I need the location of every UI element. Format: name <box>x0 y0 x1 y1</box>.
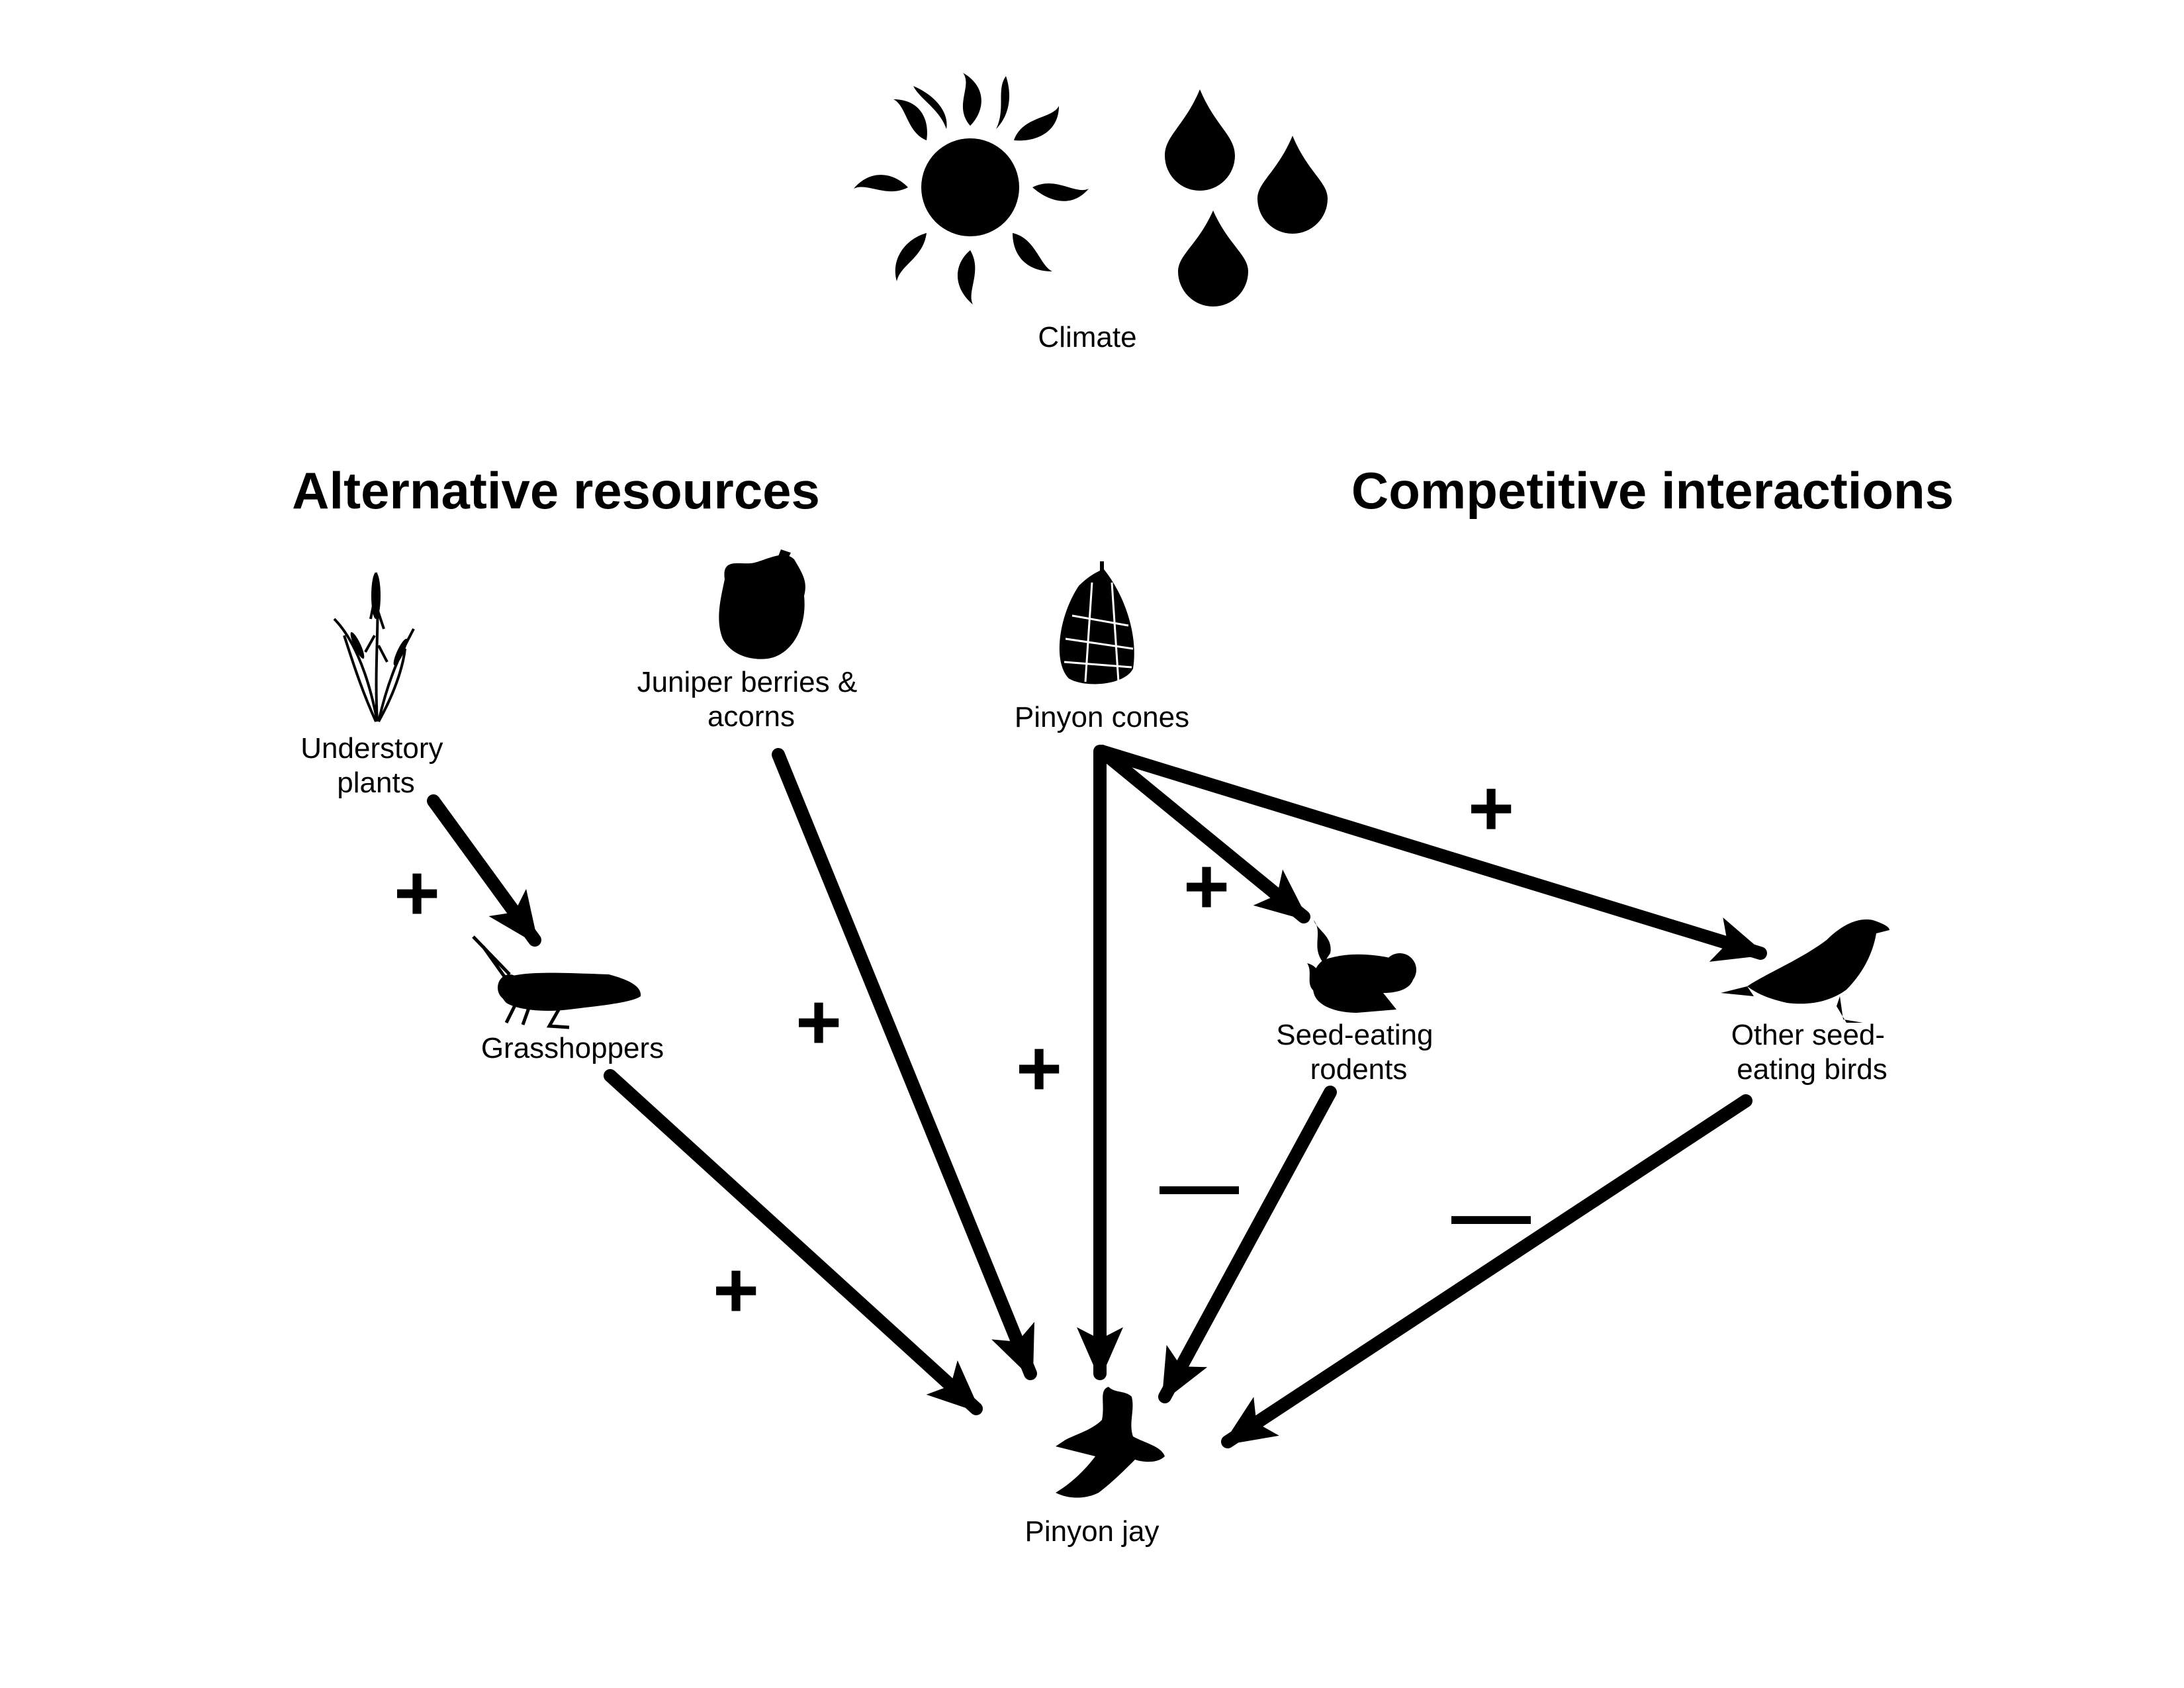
other-birds-label: Other seed- eating birds <box>1731 1019 1893 1086</box>
understory-plants-label: Understory plants <box>300 732 451 799</box>
sign-plants-grasshoppers: + <box>394 849 440 937</box>
arrow-cones-to-birds <box>1095 745 1767 962</box>
sign-rodents-jay: — <box>1160 1140 1239 1229</box>
grasshopper-icon <box>498 972 641 1011</box>
sign-juniper-jay: + <box>796 978 842 1066</box>
arrow-plants-to-grasshoppers <box>427 794 541 947</box>
acorn-icon <box>719 549 805 659</box>
alternative-resources-heading: Alternative resources <box>292 461 820 520</box>
juniper-acorns-label: Juniper berries & acorns <box>637 666 866 733</box>
raven-icon <box>1721 919 1889 1023</box>
pinecone-icon <box>1059 561 1134 684</box>
grasshoppers-label: Grasshoppers <box>481 1032 664 1064</box>
pinyon-jay-label: Pinyon jay <box>1024 1515 1159 1548</box>
sign-grasshoppers-jay: + <box>713 1246 759 1335</box>
chipmunk-icon <box>1307 920 1416 1013</box>
pinecone-scales <box>1064 582 1134 682</box>
sun-icon <box>854 73 1089 305</box>
sign-cones-rodents: + <box>1183 842 1230 931</box>
sign-cones-jay: + <box>1016 1024 1062 1113</box>
raindrops-icon <box>1165 89 1328 306</box>
competitive-interactions-heading: Competitive interactions <box>1351 461 1954 520</box>
arrows <box>427 745 1767 1448</box>
grasshopper-legs <box>472 935 570 1029</box>
arrow-juniper-to-jay <box>772 748 1037 1380</box>
arrow-cones-to-rodents <box>1095 745 1310 923</box>
sign-birds-jay: — <box>1451 1170 1531 1258</box>
pinyon-cones-label: Pinyon cones <box>1015 701 1189 733</box>
sign-cones-birds: + <box>1468 764 1514 853</box>
arrow-grasshoppers-to-jay <box>604 1069 983 1415</box>
arrow-birds-to-jay <box>1221 1094 1752 1448</box>
arrow-rodents-to-jay <box>1158 1086 1337 1403</box>
climate-label: Climate <box>1038 321 1136 353</box>
pinyon-jay-icon <box>1056 1387 1165 1498</box>
rodents-label: Seed-eating rodents <box>1276 1019 1441 1086</box>
grass-seedhead-icon <box>350 573 408 666</box>
